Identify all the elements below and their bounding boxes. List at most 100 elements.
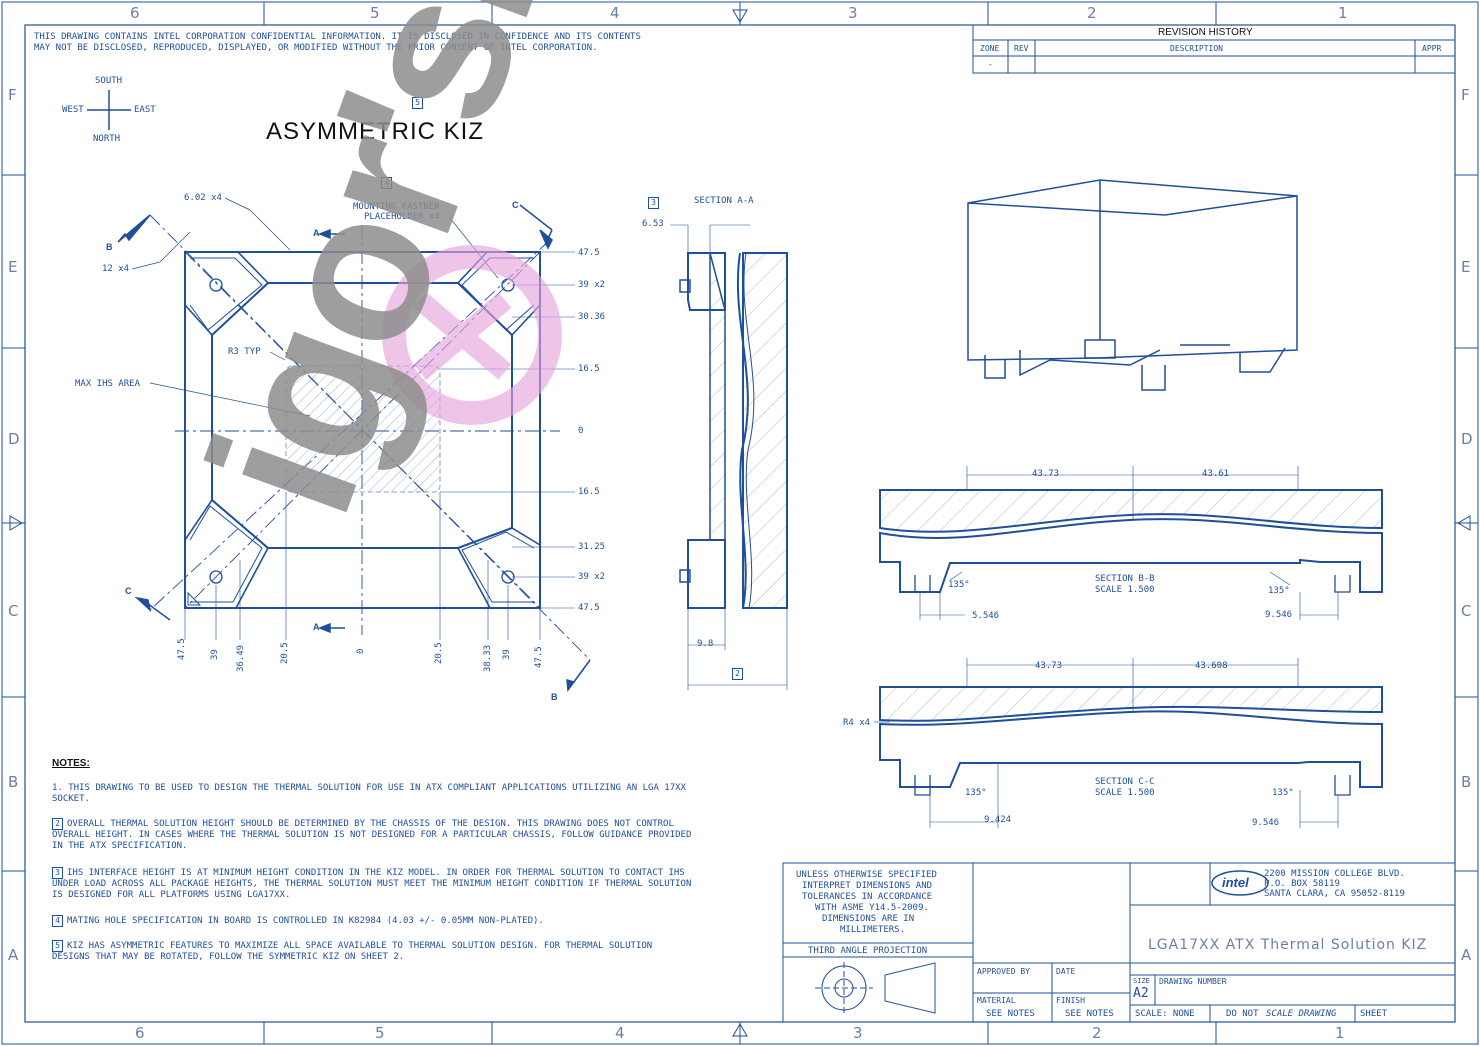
confidential-line-1: THIS DRAWING CONTAINS INTEL CORPORATION …	[34, 32, 641, 42]
zone-col-6-bottom: 6	[135, 1024, 145, 1042]
note-3-text: IHS INTERFACE HEIGHT IS AT MINIMUM HEIGH…	[52, 868, 692, 900]
dim-right-4: 16.5	[578, 364, 600, 374]
section-aa-title: SECTION A-A	[694, 196, 754, 206]
cc-dim-left: 9.424	[984, 815, 1012, 825]
dim-right-1: 47.5	[578, 248, 600, 258]
bb-title: SECTION B-B	[1095, 574, 1155, 584]
note-1: 1. THIS DRAWING TO BE USED TO DESIGN THE…	[52, 783, 692, 805]
tb-scale: SCALE: NONE	[1135, 1009, 1195, 1019]
section-bb-view	[879, 466, 1383, 620]
dim-bottom-4: 20.5	[280, 642, 290, 664]
zone-row-e: E	[8, 258, 18, 276]
tb-scale-drawing: SCALE DRAWING	[1266, 1009, 1337, 1019]
tb-size-label: SIZE	[1133, 977, 1150, 985]
zone-row-d: D	[8, 430, 20, 448]
dim-right-3: 30.36	[578, 312, 606, 322]
dim-bottom-3: 36.49	[236, 644, 246, 672]
section-aa-view	[670, 224, 788, 690]
note-5-flag: 5	[52, 940, 63, 952]
isometric-view	[967, 179, 1298, 391]
zone-col-3-bottom: 3	[853, 1024, 863, 1042]
dim-right-5: 0	[578, 426, 584, 436]
igorslab-watermark	[382, 245, 562, 425]
cc-dim-right: 9.546	[1252, 818, 1280, 828]
cc-dim-top-left: 43.73	[1035, 661, 1063, 671]
notes-heading: NOTES:	[52, 758, 90, 769]
section-b-top: B	[106, 242, 113, 252]
revision-title: REVISION HISTORY	[1158, 27, 1253, 38]
tb-unless-3: TOLERANCES IN ACCORDANCE	[802, 892, 933, 902]
flag-note-5: 5	[412, 97, 423, 109]
section-a-bottom: A	[313, 622, 320, 632]
tb-drawing-number: DRAWING NUMBER	[1159, 977, 1227, 986]
tb-address-3: SANTA CLARA, CA 95052-8119	[1264, 889, 1405, 899]
note-2-flag: 2	[52, 818, 63, 830]
radius-label: R3 TYP	[228, 347, 261, 357]
bb-scale: SCALE 1.500	[1095, 585, 1155, 595]
zone-col-1-bottom: 1	[1335, 1024, 1345, 1042]
section-b-bottom: B	[551, 692, 558, 702]
plan-view	[117, 197, 591, 693]
bb-angle-left: 135°	[948, 580, 970, 590]
cc-title: SECTION C-C	[1095, 777, 1155, 787]
tb-size: A2	[1133, 986, 1149, 1001]
zone-col-4: 4	[610, 4, 620, 22]
tb-address-1: 2200 MISSION COLLEGE BLVD.	[1264, 869, 1405, 879]
zone-row-d-right: D	[1461, 430, 1473, 448]
note-4-flag: 4	[52, 915, 63, 927]
revision-block	[972, 24, 1456, 74]
section-c-top: C	[512, 200, 519, 210]
tb-see-notes-2: SEE NOTES	[1065, 1009, 1114, 1019]
bb-dim-right: 9.546	[1265, 610, 1293, 620]
flag-note-2: 2	[732, 668, 743, 680]
page-title: ASYMMETRIC KIZ	[266, 118, 485, 145]
dim-bottom-9: 47.5	[534, 646, 544, 668]
zone-col-5: 5	[370, 4, 380, 22]
section-a-top: A	[313, 228, 320, 238]
dim-right-6: 16.5	[578, 487, 600, 497]
zone-row-a: A	[8, 946, 19, 964]
cc-angle-right: 135°	[1272, 788, 1294, 798]
dim-right-8: 39 x2	[578, 572, 606, 582]
note-3-flag: 3	[52, 867, 63, 879]
zone-row-f-right: F	[1461, 86, 1470, 104]
dim-right-9: 47.5	[578, 603, 600, 613]
cc-dim-top-right: 43.608	[1195, 661, 1228, 671]
zone-col-6: 6	[130, 4, 140, 22]
flag-note-3: 3	[648, 197, 659, 209]
note-2-text: OVERALL THERMAL SOLUTION HEIGHT SHOULD B…	[52, 819, 692, 851]
tb-address-2: P.O. BOX 58119	[1264, 879, 1340, 889]
zone-row-a-right: A	[1461, 946, 1472, 964]
cc-angle-left: 135°	[965, 788, 987, 798]
revision-col-zone: ZONE	[980, 44, 1000, 53]
tb-finish: FINISH	[1056, 996, 1085, 1005]
section-cc-view	[874, 658, 1383, 828]
dim-hole-size: 12 x4	[102, 264, 130, 274]
dim-right-7: 31.25	[578, 542, 606, 552]
fastener-label-2: PLACEHOLDER x4	[364, 212, 440, 222]
zone-col-5-bottom: 5	[375, 1024, 385, 1042]
revision-row-zone: -	[988, 60, 993, 69]
tb-sheet: SHEET	[1360, 1009, 1388, 1019]
compass-south: SOUTH	[95, 76, 123, 86]
zone-col-4-bottom: 4	[615, 1024, 625, 1042]
zone-row-e-right: E	[1461, 258, 1471, 276]
revision-col-rev: REV	[1014, 44, 1029, 53]
section-aa-dim-bottom: 9.8	[697, 639, 714, 649]
section-aa-flag-2: 2	[732, 668, 747, 680]
dim-bottom-1: 47.5	[177, 638, 187, 660]
fastener-flag: 4	[381, 177, 396, 189]
fastener-label-1: MOUNTING FASTNER	[353, 202, 440, 212]
zone-col-3: 3	[848, 4, 858, 22]
zone-col-1: 1	[1338, 4, 1348, 22]
compass-north: NORTH	[93, 134, 121, 144]
tb-unless-4: WITH ASME Y14.5-2009.	[815, 903, 929, 913]
revision-col-description: DESCRIPTION	[1170, 44, 1223, 53]
bb-dim-top-left: 43.73	[1032, 469, 1060, 479]
